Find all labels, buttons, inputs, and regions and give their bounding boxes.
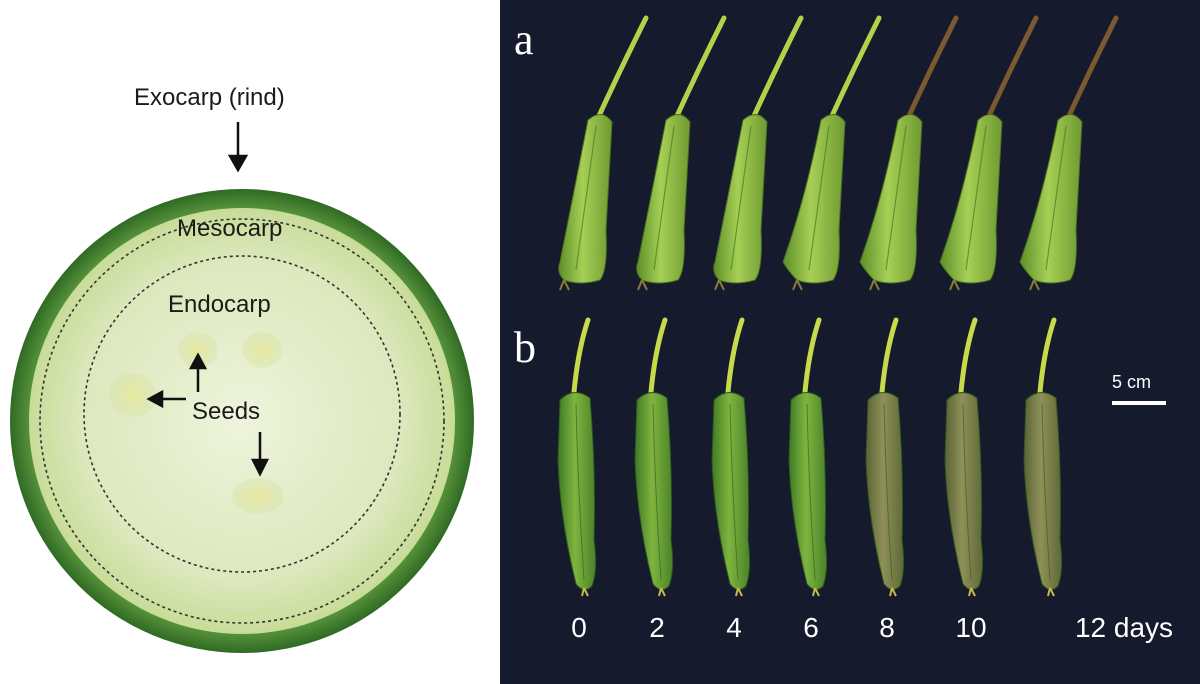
scale-bar — [1112, 401, 1166, 405]
fruit-row-a — [1019, 15, 1119, 291]
fruit-row-a — [713, 15, 804, 291]
scale-bar-label: 5 cm — [1112, 372, 1152, 392]
fruit-row-b — [944, 317, 984, 597]
fruit-row-b — [557, 317, 597, 597]
day-label: 8 — [879, 612, 895, 643]
panel-a-label: a — [514, 15, 534, 64]
exocarp-arrow — [227, 122, 249, 173]
mesocarp-label: Mesocarp — [177, 215, 283, 242]
day-label: 0 — [571, 612, 587, 643]
cross-section-panel: Exocarp (rind) Mesocarp Endocarp Seeds — [0, 0, 500, 684]
seed — [242, 332, 282, 368]
fruit-row-a — [939, 15, 1039, 291]
cross-section-svg — [10, 122, 474, 653]
panel-b-label: b — [514, 323, 536, 372]
day-label: 6 — [803, 612, 819, 643]
fruit-row-b — [711, 317, 751, 597]
seed — [109, 373, 157, 417]
day-label: 10 — [955, 612, 987, 643]
fruit-photo-panel: a b 5 cm 0 2 4 6 8 10 12 days — [500, 0, 1200, 684]
fruit-row-b — [634, 317, 674, 597]
day-label: 2 — [649, 612, 665, 643]
fruit-row-a — [782, 15, 882, 291]
seed — [178, 332, 218, 368]
fruit-photo-svg — [557, 15, 1119, 597]
day-label: 12 days — [1074, 612, 1174, 643]
mesocarp-boundary — [39, 218, 445, 624]
fruit-row-a — [636, 15, 727, 291]
days-axis: 0 2 4 6 8 10 12 days — [500, 612, 1200, 652]
row-b-fruits — [557, 317, 1063, 597]
fruit-flesh — [29, 208, 455, 634]
row-a-fruits — [558, 15, 1119, 291]
fruit-row-b — [1023, 317, 1063, 597]
fruit-row-a — [558, 15, 649, 291]
fruit-row-a — [859, 15, 959, 291]
seed — [232, 478, 284, 514]
seeds-label: Seeds — [192, 398, 261, 425]
endocarp-label: Endocarp — [168, 291, 271, 318]
endocarp-boundary — [83, 255, 401, 573]
seed-arrow-left — [146, 389, 186, 409]
fruit-row-b — [865, 317, 905, 597]
exocarp-label: Exocarp (rind) — [134, 84, 285, 111]
seed-arrow-up — [188, 352, 208, 392]
day-label: 4 — [726, 612, 742, 643]
seed-arrow-down — [250, 432, 270, 477]
fruit-row-b — [788, 317, 828, 597]
